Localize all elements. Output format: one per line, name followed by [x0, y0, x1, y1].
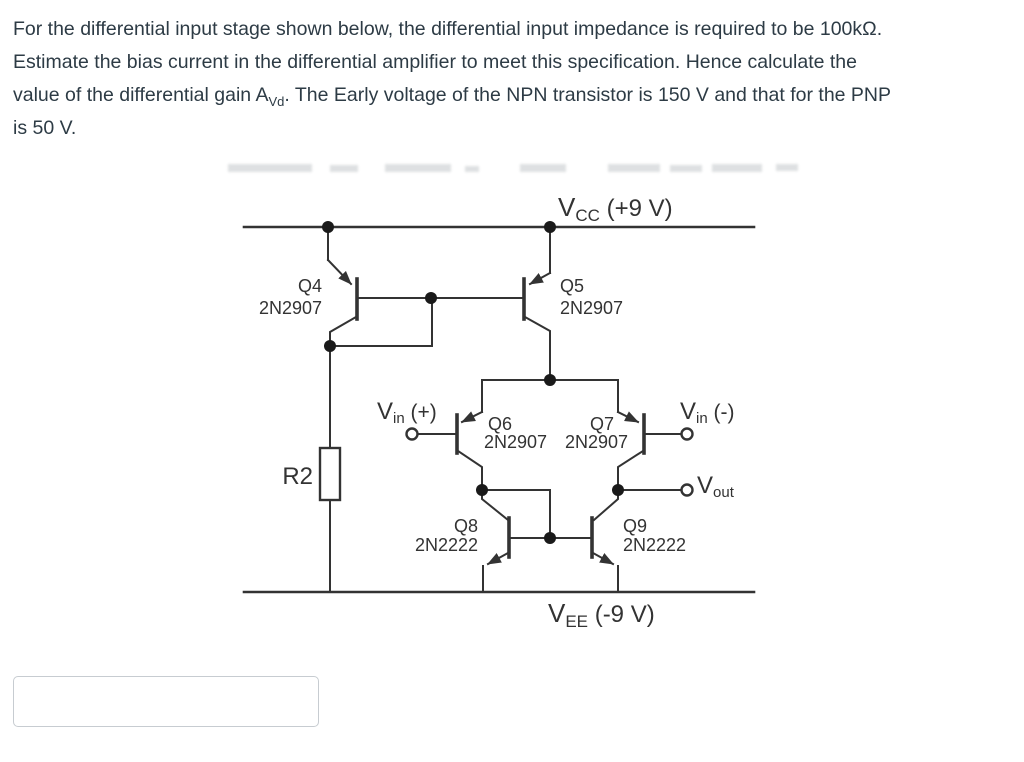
q6-to-mirror-wire [481, 489, 551, 539]
transistor-q8 [481, 489, 593, 593]
transistor-q9 [590, 489, 619, 593]
gain-subscript: Vd [268, 93, 285, 109]
q7-name-label: Q7 [590, 414, 614, 434]
q7-part-label: 2N2907 [565, 432, 628, 452]
problem-line-2: Estimate the bias current in the differe… [13, 51, 857, 73]
vin-plus-label: Vin (+) [377, 398, 437, 427]
vout-terminal [680, 483, 694, 497]
transistor-q6 [417, 379, 484, 491]
vout-label: Vout [697, 472, 735, 501]
transistor-q7 [616, 379, 682, 491]
q4-diode-wire [329, 297, 433, 347]
resistor-r2 [318, 446, 342, 502]
problem-line-1: For the differential input stage shown b… [13, 18, 883, 40]
q8-name-label: Q8 [454, 516, 478, 536]
q9-name-label: Q9 [623, 516, 647, 536]
q5-part-label: 2N2907 [560, 298, 623, 318]
r2-label: R2 [282, 463, 313, 490]
problem-statement: For the differential input stage shown b… [13, 13, 1013, 145]
vcc-label: VCC (+9 V) [558, 192, 673, 225]
vee-label: VEE (-9 V) [548, 598, 655, 631]
answer-input[interactable] [13, 676, 319, 727]
problem-line-3-post: . The Early voltage of the NPN transisto… [284, 84, 892, 106]
problem-line-3-pre: value of the differential gain A [13, 84, 269, 106]
junction-dots [322, 221, 624, 544]
q6-name-label: Q6 [488, 414, 512, 434]
q4-part-label: 2N2907 [259, 298, 322, 318]
problem-line-4: is 50 V. [13, 117, 77, 139]
q4-name-label: Q4 [298, 276, 322, 296]
q8-part-label: 2N2222 [415, 535, 478, 555]
vin-minus-label: Vin (-) [680, 398, 735, 427]
q5-name-label: Q5 [560, 276, 584, 296]
problem-line-3: value of the differential gain AVd. The … [13, 79, 1013, 112]
vin-plus-terminal [405, 427, 419, 441]
image-artifact-row [228, 164, 798, 172]
transistor-q5 [522, 226, 552, 381]
q9-part-label: 2N2222 [623, 535, 686, 555]
q6-part-label: 2N2907 [484, 432, 547, 452]
transistor-q4 [326, 226, 359, 347]
vin-minus-terminal [680, 427, 694, 441]
